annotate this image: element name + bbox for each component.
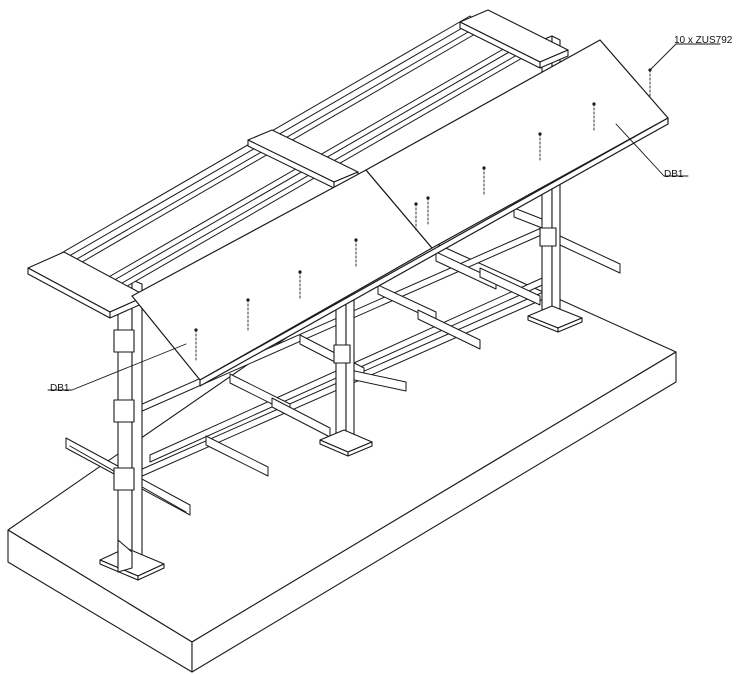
post-right-plate: [539, 227, 557, 247]
panel-callout-left: DB1: [50, 383, 70, 394]
post-left-plate-upper: [113, 329, 135, 353]
post-middle-plate: [333, 344, 351, 364]
roof-panel-edge: [199, 117, 669, 387]
leader-db1-left: [47, 343, 187, 391]
leader-lines: [47, 43, 721, 391]
fastener-callout: 10 x ZUS792: [674, 35, 733, 46]
roof-panels: [131, 39, 669, 387]
fasteners: [195, 69, 651, 361]
fastener-heads: [194, 68, 652, 332]
panel-callout-right: DB1: [664, 169, 684, 180]
post-left-plate-middle: [113, 399, 135, 423]
roof-cross-beams: [27, 9, 569, 319]
leader-db1-right: [615, 123, 689, 177]
leader-fasteners: [649, 43, 721, 71]
slab-right-face: [191, 351, 677, 673]
cross-arms: [65, 207, 621, 516]
post-left: [99, 279, 165, 581]
post-left-plate-lower: [113, 467, 135, 491]
